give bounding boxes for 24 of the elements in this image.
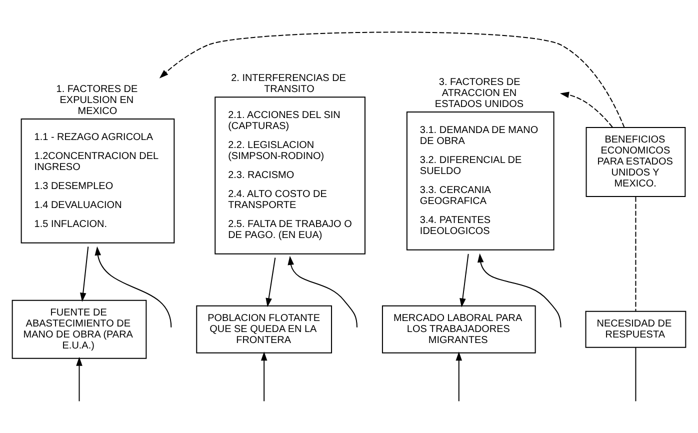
connector	[635, 346, 636, 402]
arrow	[266, 256, 276, 307]
node-box: BENEFICIOS ECONOMICOS PARA ESTADOS UNIDOS Y MEXICO.	[586, 126, 686, 196]
arrow	[76, 356, 82, 402]
node-label: 3. FACTORES DE ATRACCION EN ESTADOS UNIDOS	[434, 76, 524, 110]
arrow	[460, 252, 469, 307]
arrow	[159, 31, 625, 128]
node-label: 1. FACTORES DE EXPULSION EN MEXICO	[56, 84, 138, 117]
connector	[635, 196, 636, 312]
arrow	[288, 255, 358, 328]
node-box: FUENTE DE ABASTECIMIENTO DE MANO DE OBRA (PARA E.U.A.)	[12, 299, 147, 358]
node-box: 3.1. DEMANDA DE MANO DE OBRA 3.2. DIFERENCIAL DE SUELDO 3.3. CERCANIA GEOGRAFICA 3.4. PATENTES IDEOLOGICOS	[406, 111, 554, 250]
node-box: 1.1 - REZAGO AGRICOLA 1.2CONCENTRACION DEL INGRESO 1.3 DESEMPLEO 1.4 DEVALUACION 1.5 INFLACION.	[20, 118, 175, 243]
node-box: NECESIDAD DE RESPUESTA	[585, 310, 686, 348]
arrow	[260, 351, 268, 402]
node-box: POBLACION FLOTANTE QUE SE QUEDA EN LA FRONTERA	[196, 304, 332, 353]
node-box: MERCADO LABORAL PARA LOS TRABAJADORES MIGRANTES	[382, 304, 536, 353]
node-label: 2. INTERFERENCIAS DE TRANSITO	[231, 72, 346, 95]
arrow	[456, 351, 462, 402]
arrow	[94, 246, 172, 328]
arrow	[560, 91, 614, 128]
arrow	[80, 246, 89, 302]
node-box: 2.1. ACCIONES DEL SIN (CAPTURAS) 2.2. LEGISLACION (SIMPSON-RODINO) 2.3. RACISMO 2.4. ALTO COSTO DE TRANSPORTE 2.5. FALTA DE TRABAJO O DE PAGO. (EN EUA)	[214, 96, 366, 254]
arrow	[477, 252, 562, 328]
